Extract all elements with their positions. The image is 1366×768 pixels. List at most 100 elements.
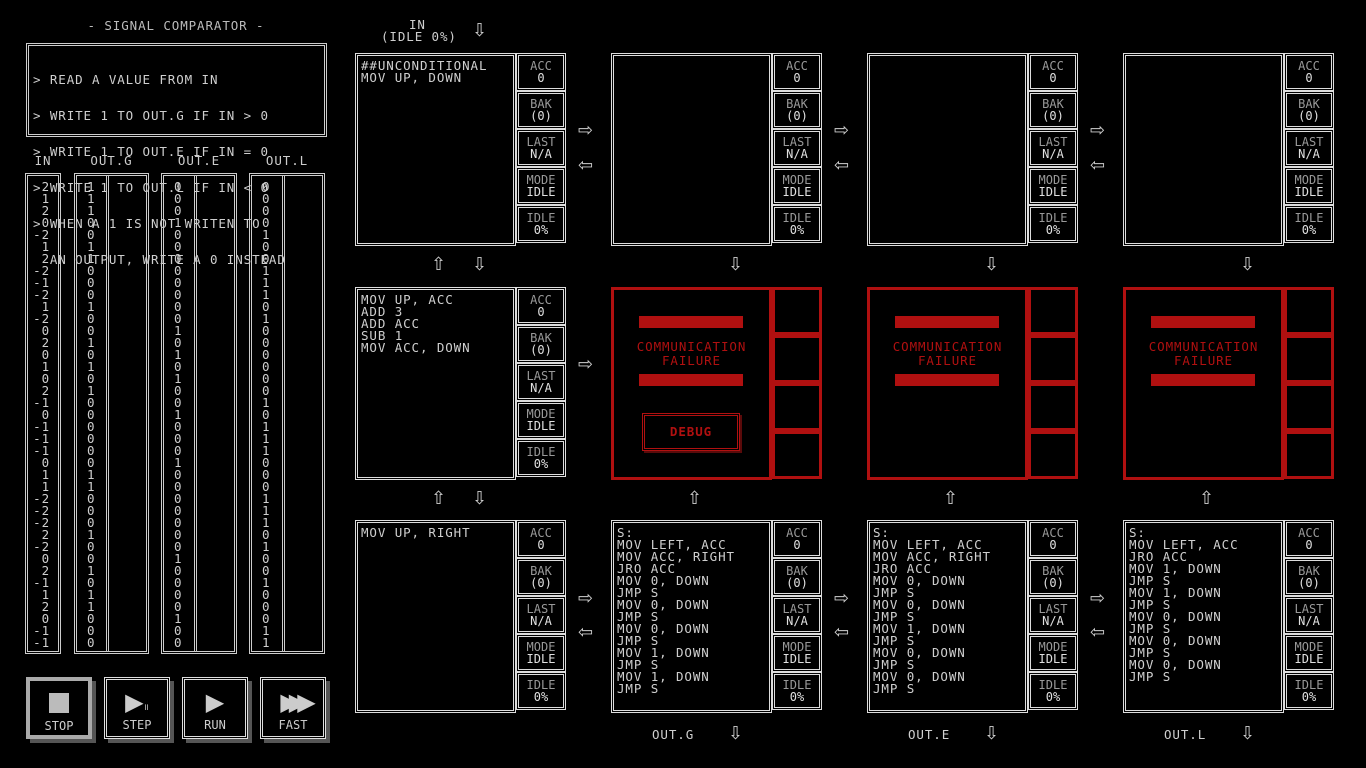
code-line[interactable]: MOV 0, DOWN <box>1129 633 1222 648</box>
status-idle-value: 0% <box>789 690 805 704</box>
status-acc-value: 0 <box>537 71 545 85</box>
code-line[interactable]: SUB 1 <box>361 328 404 343</box>
code-line[interactable]: MOV 1, DOWN <box>1129 561 1222 576</box>
code-editor[interactable] <box>611 53 772 246</box>
stream-value: 1 <box>87 563 96 578</box>
code-line[interactable]: JMP S <box>873 585 916 600</box>
code-line[interactable]: JMP S <box>617 633 660 648</box>
run-button[interactable]: ▶RUN <box>182 677 248 739</box>
code-line[interactable]: MOV LEFT, ACC <box>617 537 727 552</box>
code-line[interactable]: JMP S <box>873 633 916 648</box>
code-line[interactable]: MOV 1, DOWN <box>617 669 710 684</box>
code-line[interactable]: MOV LEFT, ACC <box>873 537 983 552</box>
code-line[interactable]: MOV 1, DOWN <box>617 645 710 660</box>
status-acc-label: ACC <box>1298 59 1320 73</box>
code-line[interactable]: JMP S <box>617 681 660 696</box>
stream-value: 0 <box>87 575 96 590</box>
status-bak-value: (0) <box>1042 109 1064 123</box>
code-line[interactable]: JRO ACC <box>1129 549 1188 564</box>
code-line[interactable]: JMP S <box>1129 645 1172 660</box>
code-lines[interactable]: MOV UP, RIGHT <box>361 525 471 540</box>
code-line[interactable]: MOV LEFT, ACC <box>1129 537 1239 552</box>
code-line[interactable]: ##UNCONDITIONAL <box>361 58 488 73</box>
stream-value: 1 <box>174 323 183 338</box>
status-mode-label: MODE <box>782 640 812 654</box>
code-line[interactable]: JMP S <box>1129 597 1172 612</box>
code-line[interactable]: JMP S <box>873 609 916 624</box>
arrow-down-icon: ⇩ <box>472 20 488 41</box>
stream-value: 1 <box>87 239 96 254</box>
code-line[interactable]: MOV 0, DOWN <box>1129 609 1222 624</box>
step-button[interactable]: ▶॥STEP <box>104 677 170 739</box>
code-line[interactable]: JMP S <box>1129 669 1172 684</box>
code-line[interactable]: MOV 0, DOWN <box>617 573 710 588</box>
code-line[interactable]: MOV UP, RIGHT <box>361 525 471 540</box>
code-line[interactable]: MOV 0, DOWN <box>873 597 966 612</box>
code-line[interactable]: ADD 3 <box>361 304 404 319</box>
code-line[interactable]: MOV 0, DOWN <box>873 573 966 588</box>
stop-button[interactable]: STOP <box>26 677 92 739</box>
stream-header-out-e: OUT.E <box>177 153 221 168</box>
stream-value: 0 <box>87 215 96 230</box>
stream-value: -2 <box>33 515 50 530</box>
code-line[interactable]: JMP S <box>1129 573 1172 588</box>
code-line[interactable]: ADD ACC <box>361 316 420 331</box>
code-line[interactable]: MOV 0, DOWN <box>1129 657 1222 672</box>
code-editor[interactable] <box>1123 53 1284 246</box>
fast-button[interactable]: ▶▶▶FAST <box>260 677 326 739</box>
code-line[interactable]: MOV UP, ACC <box>361 292 454 307</box>
code-line[interactable]: MOV 0, DOWN <box>873 669 966 684</box>
code-line[interactable]: JMP S <box>617 609 660 624</box>
code-line[interactable]: MOV 0, DOWN <box>617 597 710 612</box>
code-line[interactable]: JMP S <box>873 657 916 672</box>
status-cell <box>772 287 822 335</box>
code-line[interactable]: MOV ACC, RIGHT <box>873 549 991 564</box>
code-line[interactable]: JMP S <box>1129 621 1172 636</box>
status-mode-label: MODE <box>1294 640 1324 654</box>
status-bak-label: BAK <box>1298 564 1320 578</box>
code-line[interactable]: JRO ACC <box>617 561 676 576</box>
stream-value: 0 <box>262 347 271 362</box>
status-cell <box>1284 335 1334 383</box>
code-line[interactable]: JRO ACC <box>873 561 932 576</box>
debug-button[interactable]: DEBUG <box>642 413 740 451</box>
code-line[interactable]: S: <box>873 525 890 540</box>
code-line[interactable]: JMP S <box>873 681 916 696</box>
code-line[interactable]: JMP S <box>617 657 660 672</box>
code-line[interactable]: MOV ACC, DOWN <box>361 340 471 355</box>
code-line[interactable]: MOV 1, DOWN <box>873 621 966 636</box>
status-last-value: N/A <box>1298 614 1320 628</box>
code-editor[interactable]: MOV UP, RIGHT <box>355 520 516 713</box>
code-line[interactable]: JMP S <box>617 585 660 600</box>
arrow-up-icon: ⇧ <box>431 488 447 509</box>
stream-value: 1 <box>174 347 183 362</box>
code-line[interactable]: MOV 1, DOWN <box>1129 585 1222 600</box>
code-line[interactable]: MOV ACC, RIGHT <box>617 549 735 564</box>
stream-header-out-l: OUT.L <box>265 153 309 168</box>
code-line[interactable]: MOV UP, DOWN <box>361 70 463 85</box>
code-line[interactable]: S: <box>1129 525 1146 540</box>
stream-value: 1 <box>87 599 96 614</box>
code-line[interactable]: MOV 0, DOWN <box>873 645 966 660</box>
code-line[interactable]: MOV 0, DOWN <box>617 621 710 636</box>
code-editor[interactable] <box>867 53 1028 246</box>
stream-value: 0 <box>262 359 271 374</box>
stream-value: 0 <box>262 371 271 386</box>
code-line[interactable]: S: <box>617 525 634 540</box>
